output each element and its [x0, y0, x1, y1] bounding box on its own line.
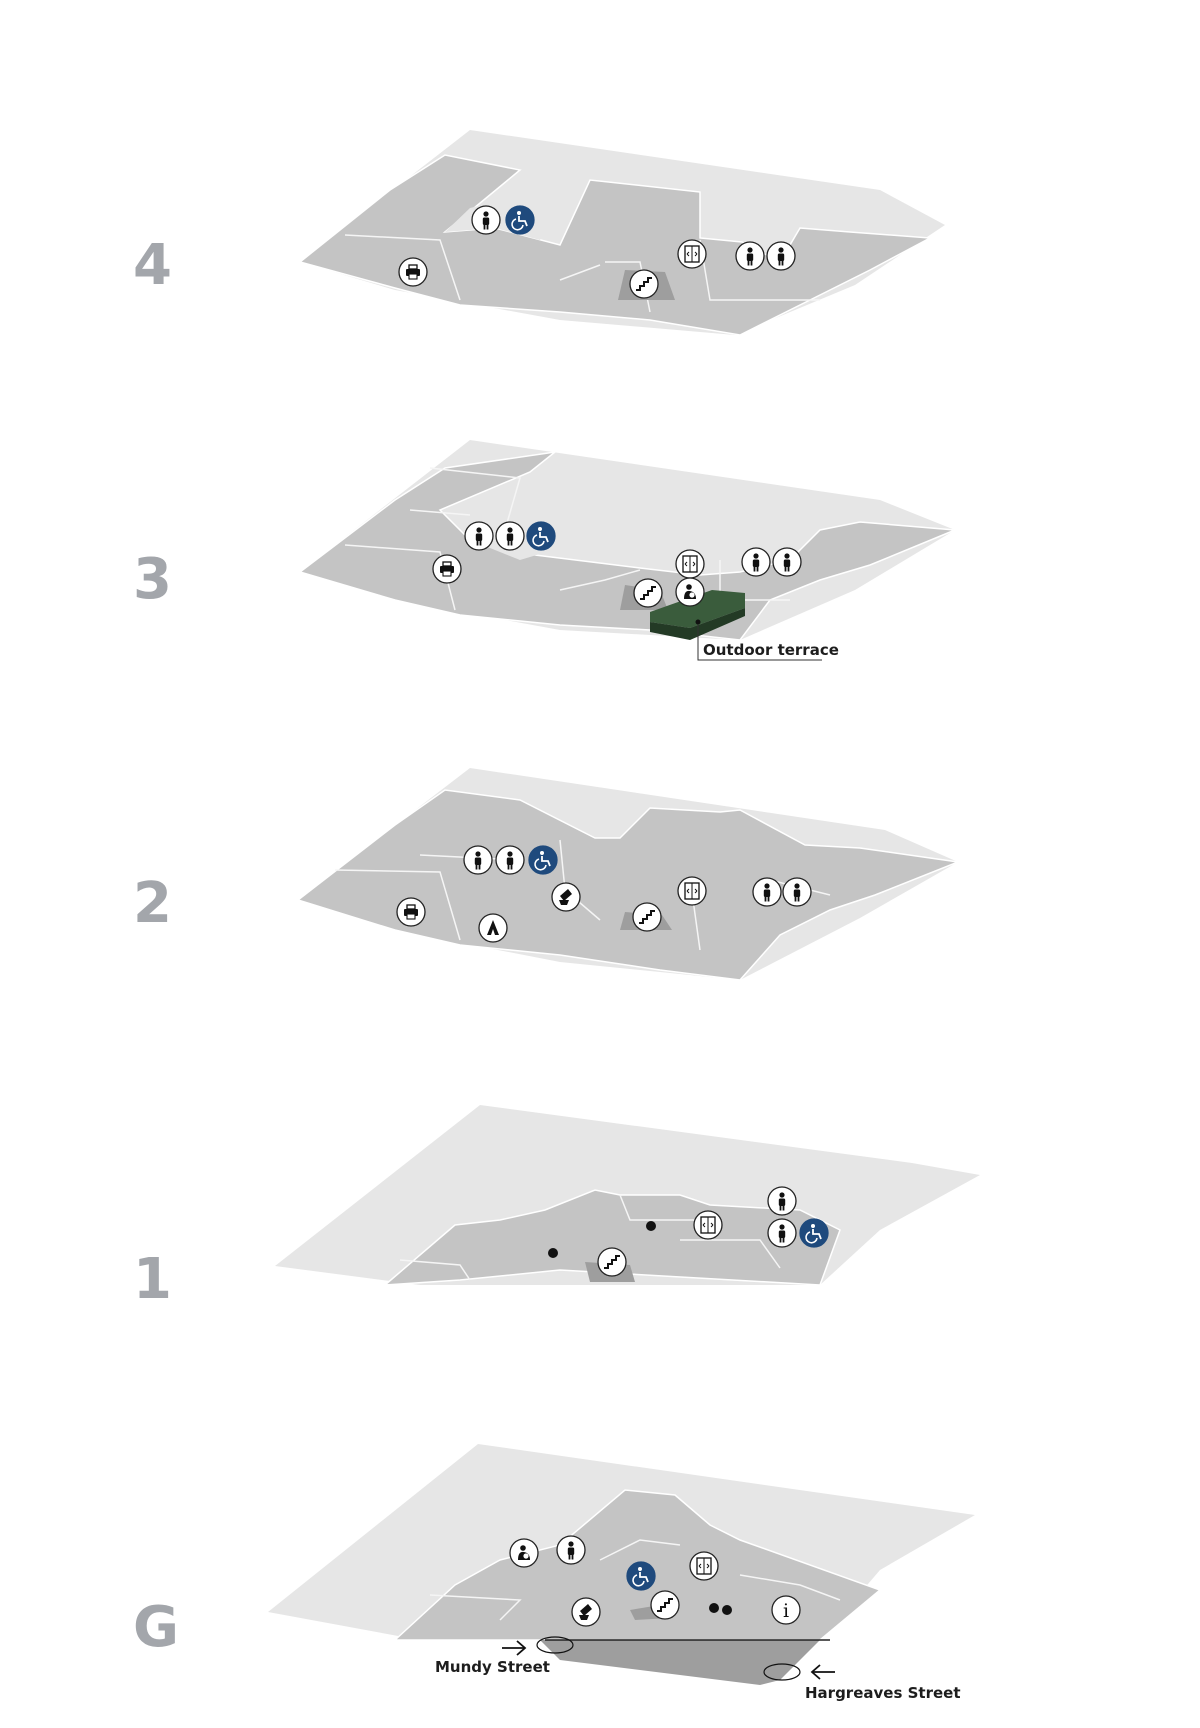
stairs-icon[interactable] — [632, 902, 662, 932]
wheelchair-icon[interactable] — [505, 205, 535, 235]
level-g-point-marker — [722, 1605, 732, 1615]
level-2: 2 — [133, 768, 961, 981]
svg-text:i: i — [783, 1600, 789, 1622]
level-1-point-marker — [646, 1221, 656, 1231]
person-icon[interactable] — [772, 547, 802, 577]
person-icon[interactable] — [495, 845, 525, 875]
wheelchair-icon[interactable] — [528, 845, 558, 875]
level-g-number: G — [133, 1595, 179, 1660]
person-icon[interactable] — [752, 877, 782, 907]
cafe-icon[interactable] — [571, 1597, 601, 1627]
stairs-icon[interactable] — [629, 269, 659, 299]
stairs-icon[interactable] — [597, 1247, 627, 1277]
person-icon[interactable] — [766, 241, 796, 271]
info-icon[interactable]: i — [771, 1595, 801, 1625]
lift-icon[interactable] — [689, 1551, 719, 1581]
person-icon[interactable] — [767, 1186, 797, 1216]
level-2-number: 2 — [133, 871, 172, 936]
person-icon[interactable] — [463, 845, 493, 875]
person-icon[interactable] — [464, 521, 494, 551]
person-icon[interactable] — [471, 205, 501, 235]
level-1-walls — [399, 1194, 781, 1281]
person-icon[interactable] — [735, 241, 765, 271]
person-icon[interactable] — [556, 1535, 586, 1565]
mundy-street-label: Mundy Street — [435, 1658, 550, 1676]
printer-icon[interactable] — [432, 554, 462, 584]
level-g-lower-plaza — [540, 1640, 820, 1685]
parent-room-icon[interactable] — [675, 577, 705, 607]
level-4-number: 4 — [133, 233, 172, 298]
prayer-room-icon[interactable] — [478, 913, 508, 943]
printer-icon[interactable] — [396, 897, 426, 927]
level-g-point-marker — [709, 1603, 719, 1613]
wheelchair-icon[interactable] — [799, 1218, 829, 1248]
lift-icon[interactable] — [693, 1210, 723, 1240]
lift-icon[interactable] — [675, 549, 705, 579]
cafe-icon[interactable] — [551, 882, 581, 912]
person-icon[interactable] — [495, 521, 525, 551]
level-1-number: 1 — [133, 1247, 172, 1312]
level-1-point-marker — [548, 1248, 558, 1258]
printer-icon[interactable] — [398, 257, 428, 287]
hargreaves-street-label: Hargreaves Street — [805, 1684, 961, 1702]
terrace-leader-line — [697, 622, 822, 661]
mundy-entrance[interactable] — [536, 1636, 574, 1654]
person-icon[interactable] — [782, 877, 812, 907]
level-2-plan — [296, 768, 961, 981]
parent-room-icon[interactable] — [509, 1538, 539, 1568]
outdoor-terrace-label: Outdoor terrace — [703, 641, 839, 659]
stairs-icon[interactable] — [650, 1590, 680, 1620]
level-g-walls — [429, 1539, 841, 1621]
wheelchair-icon[interactable] — [626, 1561, 656, 1591]
lift-icon[interactable] — [677, 876, 707, 906]
hargreaves-arrow-icon — [810, 1664, 835, 1680]
mundy-arrow-icon — [502, 1640, 527, 1656]
outdoor-terrace-top — [650, 590, 745, 628]
outdoor-terrace-side — [650, 608, 745, 640]
person-icon[interactable] — [741, 547, 771, 577]
stairs-icon[interactable] — [633, 578, 663, 608]
wheelchair-icon[interactable] — [526, 521, 556, 551]
hargreaves-entrance[interactable] — [763, 1663, 801, 1681]
person-icon[interactable] — [767, 1218, 797, 1248]
lift-icon[interactable] — [677, 239, 707, 269]
level-2-floor — [296, 789, 961, 981]
level-3-number: 3 — [133, 547, 172, 612]
